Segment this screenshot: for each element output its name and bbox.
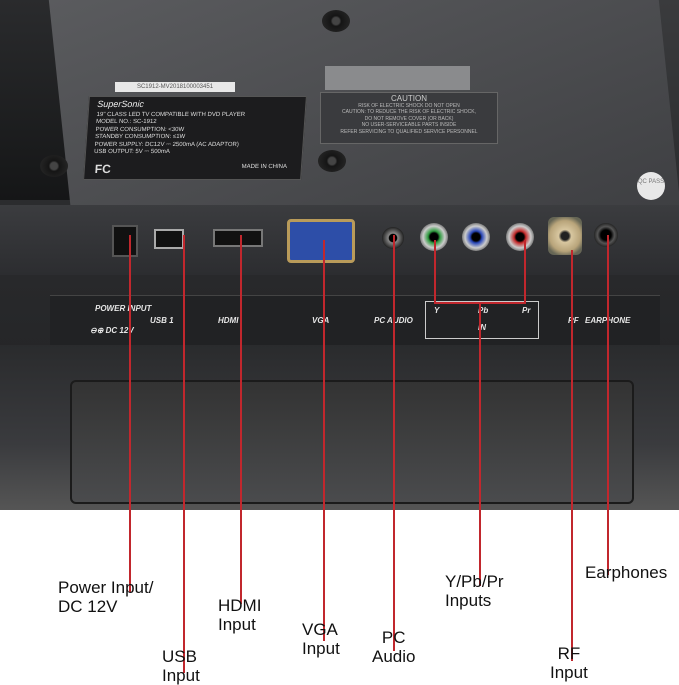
callout-text: Audio: [372, 647, 416, 666]
caution-sub: RISK OF ELECTRIC SHOCK DO NOT OPEN: [358, 102, 460, 109]
callout-usb: USB Input: [162, 647, 200, 685]
spec-line: USB OUTPUT: 5V ⎓ 500mA: [93, 149, 171, 155]
spec-label: SuperSonic 19" CLASS LED TV COMPATIBLE W…: [83, 96, 307, 180]
callout-text: USB: [162, 647, 197, 666]
panel-label-dc: ⊖⊕ DC 12V: [90, 326, 134, 335]
rubber-foot: [318, 150, 346, 172]
pr-jack: [506, 223, 534, 251]
ypbpr-bracket: [434, 240, 526, 304]
component-in-box: [425, 301, 539, 339]
callout-hdmi: HDMI Input: [218, 596, 261, 634]
port-strip: [0, 205, 679, 275]
caution-label: CAUTION RISK OF ELECTRIC SHOCK DO NOT OP…: [320, 92, 498, 144]
callout-text: PC: [381, 628, 406, 647]
fcc-logo: FC: [94, 161, 112, 176]
panel-label-pb: Pb: [478, 306, 489, 315]
spec-line: STANDBY CONSUMPTION: ≤1W: [94, 134, 186, 140]
panel-label-in: IN: [478, 323, 486, 332]
rf-coax-connector: [548, 217, 582, 255]
brand-logo: SuperSonic: [97, 99, 145, 109]
callout-vga: VGA Input: [302, 620, 340, 658]
caution-line: CAUTION: TO REDUCE THE RISK OF ELECTRIC …: [342, 109, 476, 115]
callout-text: Power Input/: [58, 578, 154, 597]
callout-earphones: Earphones: [585, 563, 667, 582]
callout-text: Input: [218, 615, 256, 634]
callout-text: RF: [557, 644, 581, 663]
dc-power-jack: [112, 225, 138, 257]
panel-label-hdmi: HDMI: [218, 316, 239, 325]
panel-label-dc-text: DC 12V: [105, 326, 134, 335]
callout-line-vga: [323, 240, 325, 641]
caution-heading: CAUTION: [391, 94, 427, 103]
rubber-foot: [40, 155, 68, 177]
pb-jack: [462, 223, 490, 251]
panel-label-vga: VGA: [312, 316, 330, 325]
callout-power: Power Input/ DC 12V: [58, 578, 153, 616]
callout-line-hdmi: [240, 235, 242, 604]
panel-label-rf: RF: [568, 316, 579, 325]
callout-text: Input: [550, 663, 588, 682]
earphone-jack: [594, 223, 618, 247]
fcc-plate: [325, 66, 470, 90]
callout-line-rf: [571, 250, 573, 661]
hdmi-port: [213, 229, 263, 247]
stand-bracket: [70, 380, 634, 504]
callout-line-pc-audio: [393, 235, 395, 651]
tv-back-photo: SC1912-MV2018100003451 SuperSonic 19" CL…: [0, 0, 679, 510]
callout-text: DC 12V: [58, 597, 118, 616]
callout-text: Input: [302, 639, 340, 658]
callout-text: VGA: [302, 620, 338, 639]
callout-text: HDMI: [218, 596, 262, 615]
rubber-foot: [322, 10, 350, 32]
port-label-strip: POWER INPUT ⊖⊕ DC 12V USB 1 HDMI VGA PC …: [50, 295, 660, 347]
callout-text: Earphones: [585, 563, 668, 582]
panel-label-y: Y: [434, 306, 440, 315]
panel-label-power: POWER INPUT: [95, 304, 152, 313]
panel-label-usb: USB 1: [150, 316, 174, 325]
caution-line: REFER SERVICING TO QUALIFIED SERVICE PER…: [340, 128, 478, 135]
callout-ypbpr: Y/Pb/Pr Inputs: [445, 572, 504, 610]
spec-line: 19" CLASS LED TV COMPATIBLE WITH DVD PLA…: [96, 111, 246, 118]
serial-sticker: SC1912-MV2018100003451: [115, 82, 235, 92]
callout-text: Input: [162, 666, 200, 685]
spec-line: POWER CONSUMPTION: <30W: [95, 126, 185, 133]
spec-line: MODEL NO.: SC-1912: [95, 119, 157, 125]
callout-rf: RF Input: [550, 644, 588, 682]
callout-text: Inputs: [445, 591, 492, 610]
callout-pc-audio: PC Audio: [372, 628, 415, 666]
qc-pass-sticker: QC PASS: [637, 172, 665, 200]
caution-line: DO NOT REMOVE COVER (OR BACK): [364, 115, 454, 122]
usb-port: [154, 229, 184, 249]
callout-line-usb: [183, 235, 185, 673]
callout-line-ypbpr: [479, 302, 481, 586]
made-in: MADE IN CHINA: [241, 163, 288, 170]
callout-line-power: [129, 235, 131, 592]
callout-text: Y/Pb/Pr: [445, 572, 504, 591]
panel-label-pr: Pr: [522, 306, 531, 315]
vga-port: [287, 219, 355, 263]
callout-line-earphones: [607, 235, 609, 575]
spec-line: POWER SUPPLY: DC12V ⎓ 2500mA (AC ADAPTOR…: [94, 141, 240, 148]
caution-line: NO USER-SERVICEABLE PARTS INSIDE: [361, 122, 457, 128]
